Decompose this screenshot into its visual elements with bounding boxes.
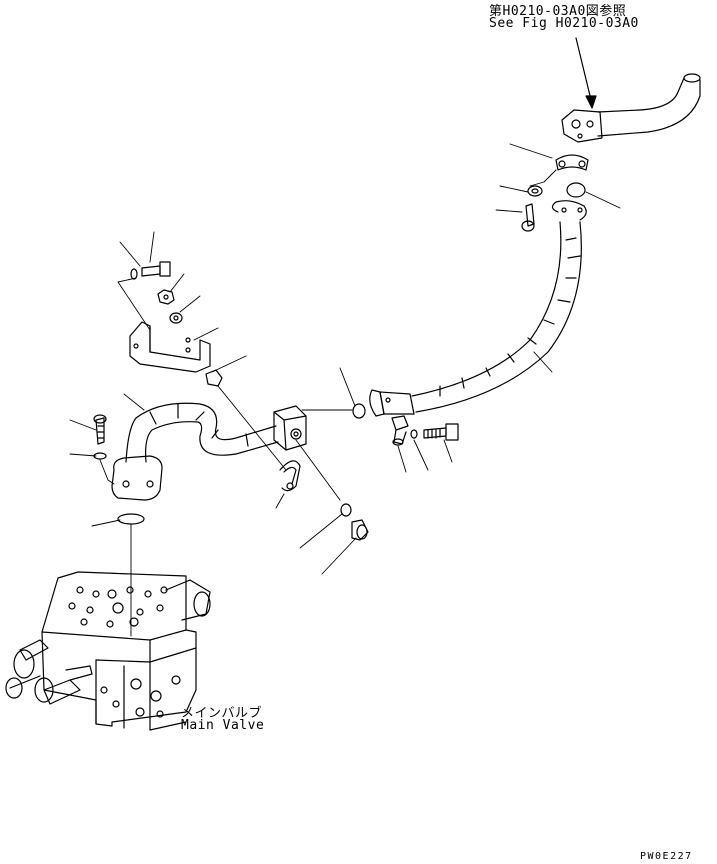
hose <box>369 200 587 417</box>
bolt-upper <box>521 203 535 232</box>
bolt-left <box>93 414 107 445</box>
bolt-mid <box>423 423 459 441</box>
washer-mid <box>410 429 418 439</box>
main-valve-label-en: Main Valve <box>181 718 265 733</box>
o-ring-upper <box>566 182 586 198</box>
plug <box>351 519 369 541</box>
o-ring-plug <box>340 503 352 517</box>
pipe-clamp <box>279 460 301 492</box>
washer-upper <box>527 185 543 197</box>
main-valve <box>5 571 211 731</box>
reference-arrow <box>575 37 597 109</box>
bolt-bracket <box>141 261 171 277</box>
o-ring-left <box>117 513 145 525</box>
connector-block <box>273 405 307 451</box>
figure-code: PW0E227 <box>640 851 693 862</box>
bracket <box>129 321 211 373</box>
elbow-fitting <box>391 415 409 446</box>
nut-bracket <box>157 289 175 305</box>
small-clip <box>205 369 223 387</box>
split-flange-upper <box>555 154 589 171</box>
leader-lines <box>69 143 621 637</box>
washer-bracket-2 <box>169 312 183 324</box>
o-ring-mid <box>352 403 366 419</box>
reference-label-jp: 第H0210-03A0図参照 <box>489 4 627 19</box>
washer-bracket <box>130 268 138 280</box>
reference-label-en: See Fig H0210-03A0 <box>489 16 639 31</box>
main-valve-label-jp: メインバルブ <box>181 706 263 721</box>
upper-right-pipe <box>561 73 701 143</box>
bent-pipe <box>111 402 279 501</box>
